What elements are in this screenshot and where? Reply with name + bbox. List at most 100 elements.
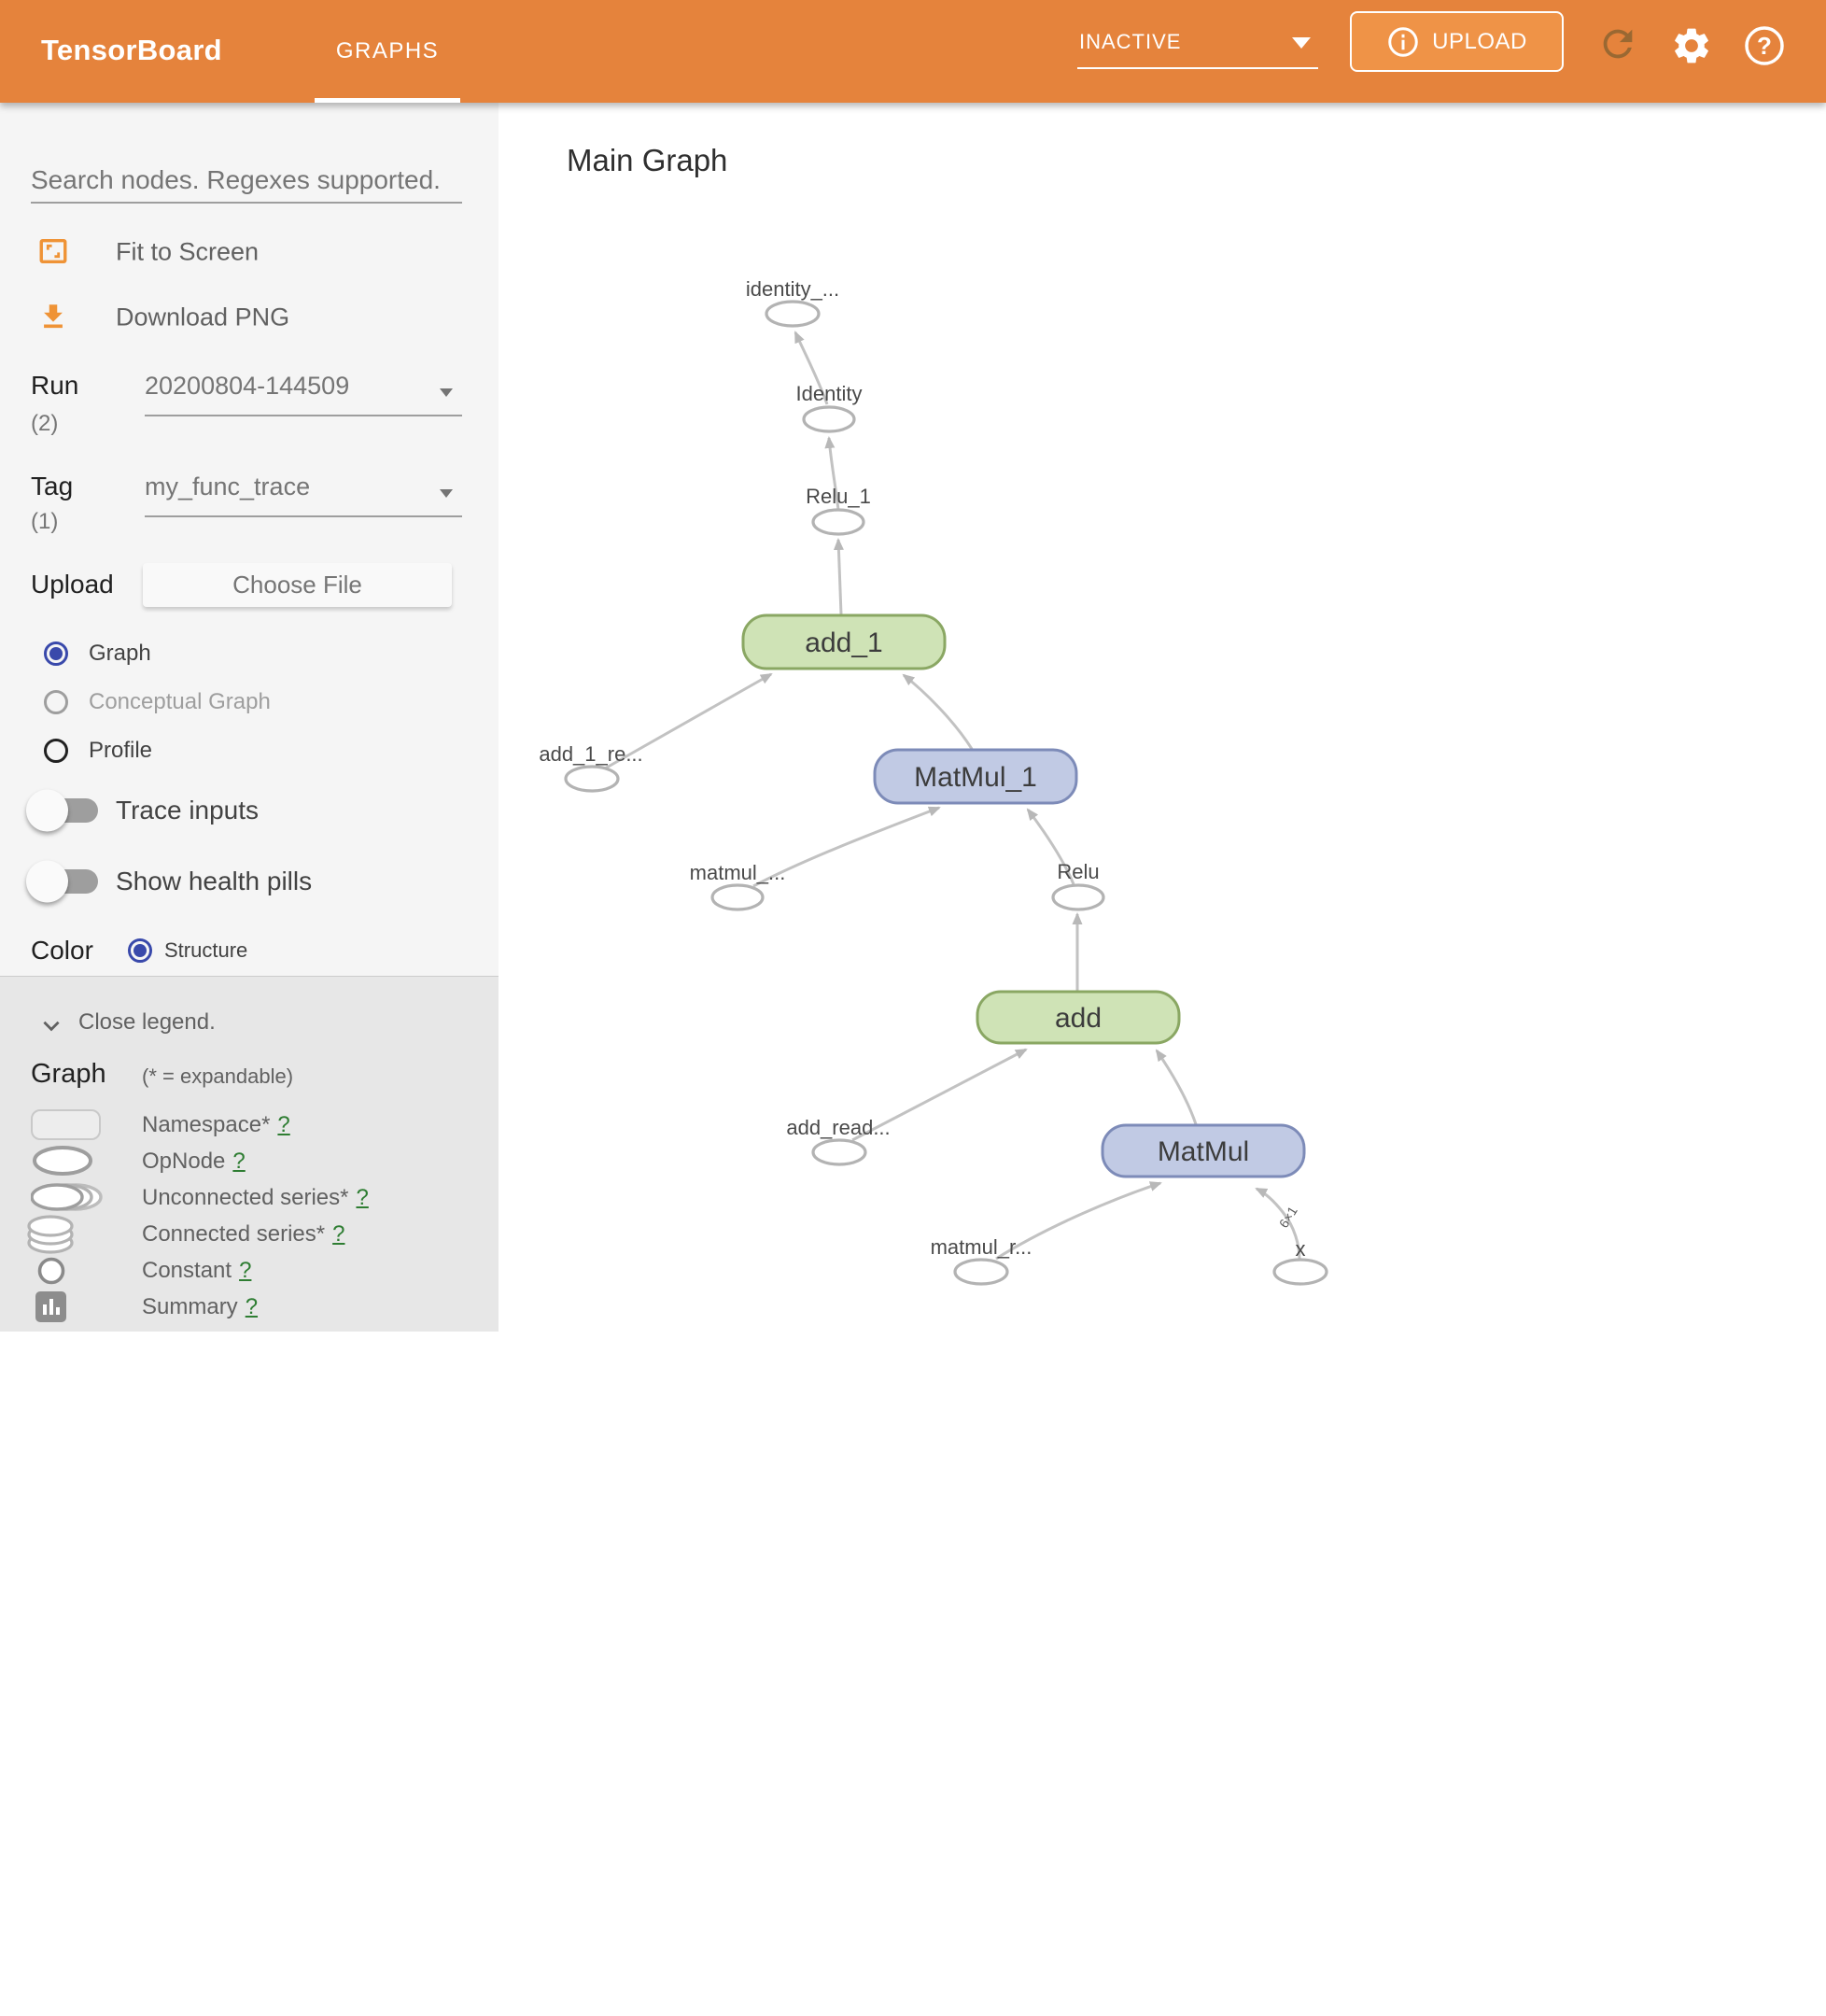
- node-relu-1[interactable]: Relu_1: [806, 485, 871, 536]
- chevron-down-icon: [440, 388, 453, 397]
- fit-to-screen-label: Fit to Screen: [116, 237, 260, 266]
- node-matmul-1[interactable]: MatMul_1: [873, 748, 1078, 805]
- run-dropdown[interactable]: 20200804-144509: [145, 372, 462, 416]
- radio-graph[interactable]: Graph: [0, 635, 499, 672]
- tag-label: Tag: [31, 472, 74, 500]
- help-icon[interactable]: ?: [1743, 24, 1786, 67]
- upload-button[interactable]: UPLOAD: [1350, 11, 1564, 72]
- edge-x-to-matmul: [1255, 1187, 1301, 1261]
- node-relu[interactable]: Relu: [1051, 860, 1105, 911]
- app-header: TensorBoard GRAPHS INACTIVE UPLOAD ?: [0, 0, 1826, 103]
- fit-to-screen-icon: [39, 238, 67, 264]
- dropdown-underline: [1077, 67, 1318, 69]
- radio-profile[interactable]: Profile: [0, 732, 499, 769]
- legend-section-title: Graph: [31, 1059, 106, 1089]
- node-add-1-read[interactable]: add_1_re...: [539, 742, 643, 793]
- graph-edges: 6×1: [604, 331, 1301, 1261]
- download-png-button[interactable]: Download PNG: [0, 297, 499, 338]
- trace-inputs-toggle-row: Trace inputs: [0, 787, 499, 834]
- tag-dropdown[interactable]: my_func_trace: [145, 472, 462, 517]
- search-input[interactable]: [31, 159, 462, 204]
- radio-button[interactable]: [44, 690, 68, 714]
- run-value: 20200804-144509: [145, 372, 350, 400]
- node-identity[interactable]: Identity: [796, 382, 863, 433]
- legend-expandable-note: (* = expandable): [142, 1064, 294, 1088]
- node-add-1[interactable]: add_1: [741, 613, 947, 670]
- node-matmul[interactable]: MatMul: [1101, 1123, 1306, 1178]
- app-title: TensorBoard: [41, 34, 222, 66]
- help-link[interactable]: ?: [245, 1293, 259, 1319]
- settings-gear-icon[interactable]: [1670, 24, 1713, 67]
- edge-matmul-to-add: [1155, 1049, 1198, 1125]
- radio-button-selected[interactable]: [44, 641, 68, 666]
- svg-text:MatMul: MatMul: [1158, 1136, 1249, 1167]
- refresh-icon[interactable]: [1596, 22, 1639, 65]
- run-state-value: INACTIVE: [1079, 30, 1182, 53]
- show-health-pills-toggle-row: Show health pills: [0, 858, 499, 905]
- namespace-swatch: [31, 1109, 101, 1140]
- main-graph-pane: Main Graph 6×1 identity_...: [499, 103, 1826, 1332]
- legend-item-summary: Summary?: [0, 1289, 499, 1325]
- node-add-read[interactable]: add_read...: [786, 1116, 891, 1166]
- choose-file-button[interactable]: Choose File: [143, 563, 452, 607]
- radio-conceptual-graph-label: Conceptual Graph: [89, 689, 271, 714]
- radio-conceptual-graph[interactable]: Conceptual Graph: [0, 684, 499, 721]
- edge-matmul1-to-add1: [902, 673, 974, 750]
- legend-panel: Close legend. Graph (* = expandable) Nam…: [0, 976, 499, 1332]
- active-tab-underline: [315, 98, 460, 103]
- edge-matmulread1-to-matmul1: [752, 806, 941, 888]
- upload-button-label: UPLOAD: [1432, 28, 1527, 54]
- toggle-thumb[interactable]: [26, 860, 68, 903]
- fit-to-screen-button[interactable]: Fit to Screen: [0, 232, 499, 273]
- svg-text:Relu_1: Relu_1: [806, 485, 871, 508]
- legend-item-constant: Constant?: [0, 1252, 499, 1289]
- node-matmul-read[interactable]: matmul_r...: [931, 1235, 1032, 1286]
- legend-label: Summary: [142, 1293, 238, 1319]
- legend-item-unconnected-series: Unconnected series*?: [0, 1179, 499, 1216]
- show-health-pills-label: Show health pills: [116, 867, 313, 895]
- color-by-row: Color Structure: [0, 930, 499, 971]
- svg-text:x: x: [1296, 1237, 1306, 1261]
- tag-value: my_func_trace: [145, 472, 311, 500]
- toggle-thumb[interactable]: [26, 789, 68, 832]
- legend-label: OpNode: [142, 1148, 226, 1174]
- run-state-dropdown[interactable]: INACTIVE: [1077, 0, 1318, 103]
- graph-canvas[interactable]: 6×1 identity_... Identity Relu_1 add_1_r…: [499, 103, 1826, 1332]
- chevron-down-icon: [1292, 37, 1311, 49]
- svg-text:add_1_re...: add_1_re...: [539, 742, 642, 766]
- edge-relu1-to-identity: [824, 436, 840, 511]
- chevron-down-icon: [43, 1021, 60, 1032]
- legend-item-connected-series: Connected series*?: [0, 1215, 499, 1254]
- svg-text:add: add: [1055, 1003, 1102, 1034]
- svg-text:add_read...: add_read...: [786, 1116, 890, 1139]
- radio-button[interactable]: [44, 739, 68, 763]
- radio-structure[interactable]: [128, 938, 152, 963]
- help-link[interactable]: ?: [239, 1257, 252, 1283]
- edge-identity-to-identity-out: [794, 331, 829, 405]
- tab-graphs[interactable]: GRAPHS: [335, 38, 440, 63]
- svg-text:MatMul_1: MatMul_1: [914, 762, 1037, 793]
- help-link[interactable]: ?: [332, 1220, 345, 1247]
- node-matmul-read-1[interactable]: matmul_...: [690, 861, 786, 911]
- download-png-label: Download PNG: [116, 303, 290, 331]
- node-add[interactable]: add: [976, 990, 1181, 1045]
- legend-label: Connected series*: [142, 1220, 326, 1247]
- node-identity-out[interactable]: identity_...: [746, 277, 839, 328]
- show-health-pills-toggle[interactable]: [26, 860, 98, 903]
- unconnected-series-icon: [31, 1183, 103, 1211]
- summary-icon: [35, 1291, 66, 1322]
- legend-label: Unconnected series*: [142, 1184, 349, 1210]
- svg-text:Identity: Identity: [796, 382, 863, 405]
- run-label: Run: [31, 371, 79, 400]
- node-x[interactable]: x: [1272, 1237, 1328, 1286]
- legend-label: Namespace*: [142, 1111, 271, 1137]
- sidebar: Fit to Screen Download PNG Run (2) 20200…: [0, 103, 499, 1332]
- help-link[interactable]: ?: [277, 1111, 290, 1137]
- svg-text:?: ?: [1757, 32, 1772, 60]
- trace-inputs-toggle[interactable]: [26, 789, 98, 832]
- help-link[interactable]: ?: [232, 1148, 246, 1174]
- opnode-ellipse-icon: [33, 1146, 92, 1176]
- constant-circle-icon: [37, 1257, 65, 1285]
- chevron-down-icon: [440, 489, 453, 498]
- help-link[interactable]: ?: [356, 1184, 369, 1210]
